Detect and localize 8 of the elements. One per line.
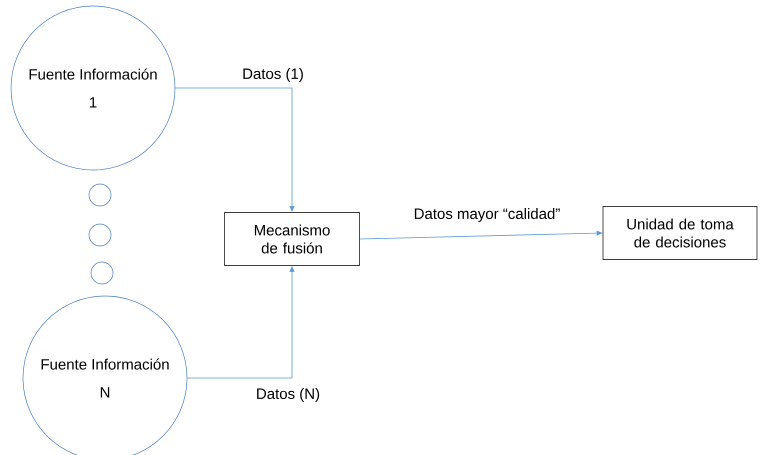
- edge-label: Datos mayor “calidad”: [412, 207, 562, 223]
- edge-label: Datos (N): [254, 387, 322, 403]
- process-box: Mecanismo de fusión: [224, 212, 360, 266]
- edge-label: Datos (1): [241, 67, 305, 83]
- circle-symbol: [88, 184, 112, 206]
- process-box: Unidad de toma de decisiones: [602, 206, 758, 260]
- circle-symbol: [88, 224, 112, 246]
- circle-symbol: [90, 262, 114, 284]
